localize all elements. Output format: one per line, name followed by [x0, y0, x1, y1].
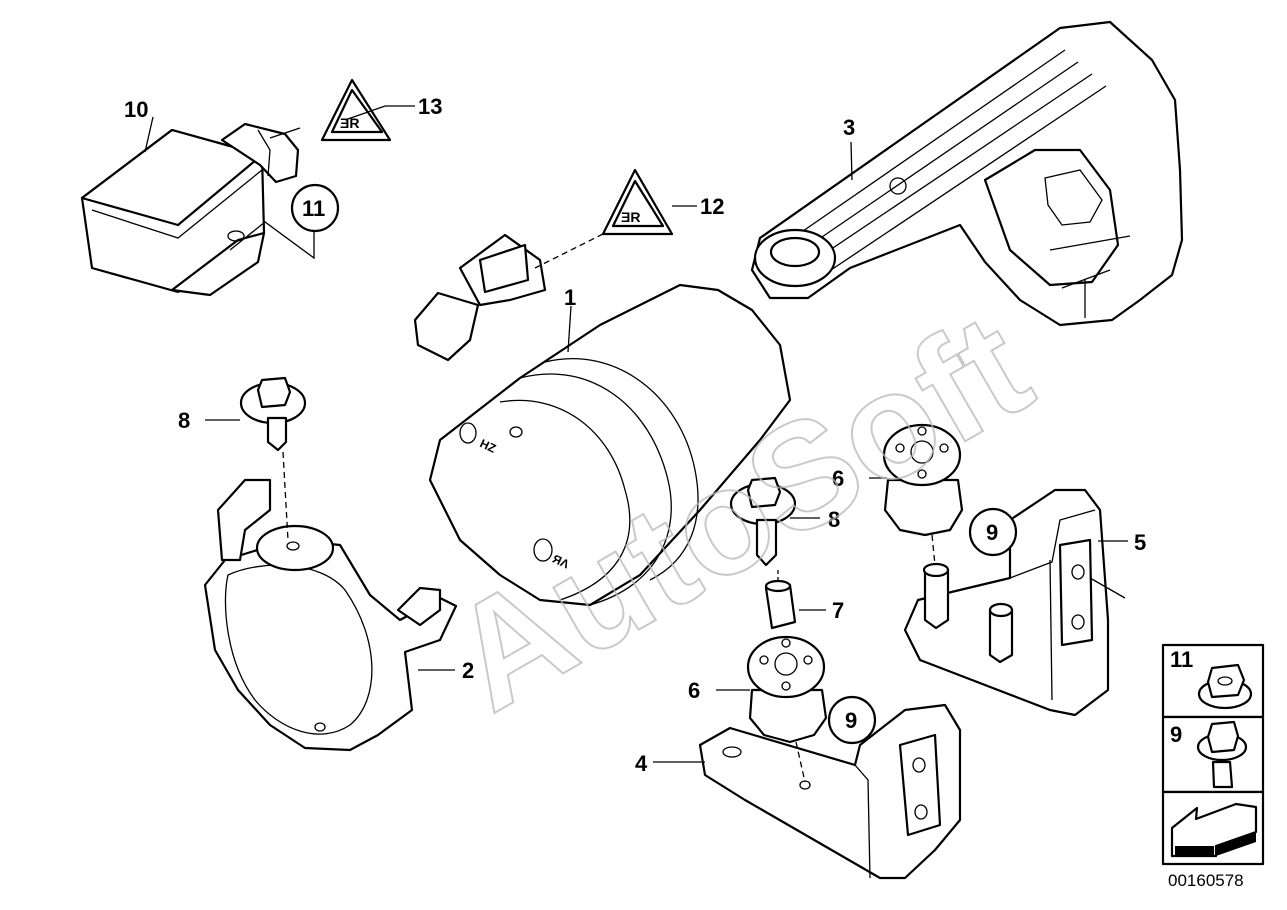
label-11: 11	[302, 196, 325, 221]
part-11-callout	[290, 183, 340, 233]
label-4: 4	[635, 751, 648, 776]
leader-lines	[144, 105, 1128, 783]
label-10: 10	[124, 97, 148, 122]
label-6-lower: 6	[688, 678, 700, 703]
part-7-sleeve[interactable]	[764, 579, 797, 630]
label-8-left: 8	[178, 408, 190, 433]
label-8-center: 8	[828, 507, 840, 532]
part-9-callout-lower	[827, 695, 877, 745]
label-12: 12	[700, 194, 724, 219]
label-9-lower: 9	[845, 708, 857, 733]
label-9-upper: 9	[986, 520, 998, 545]
label-1: 1	[564, 285, 576, 310]
part-1-actuator[interactable]: HZ ЯΛ	[376, 233, 792, 607]
fastener-legend: 11 9	[1161, 643, 1265, 866]
svg-text:ƎR: ƎR	[621, 209, 640, 225]
label-6-upper: 6	[832, 466, 844, 491]
part-2-clamp[interactable]	[203, 478, 458, 752]
label-2: 2	[462, 658, 474, 683]
part-6-mount-lower[interactable]	[746, 635, 828, 744]
bolt-icon	[1196, 720, 1248, 789]
svg-text:ЯΛ: ЯΛ	[550, 552, 571, 572]
arrow-icon	[1170, 802, 1258, 858]
svg-text:ƎR: ƎR	[340, 115, 359, 131]
part-10-sensor[interactable]	[80, 122, 300, 297]
svg-text:HZ: HZ	[478, 436, 498, 455]
part-3-lever-arm[interactable]	[750, 20, 1184, 327]
part-8-bolt-center[interactable]	[729, 476, 797, 567]
catalog-number: 00160578	[1168, 871, 1244, 890]
part-labels: 10 13 11 12 3 1 8 2 8 7 6 6 9 9 5 4	[124, 94, 1146, 776]
part-9-callout-upper	[968, 507, 1018, 557]
part-12-warning-label[interactable]: ƎR	[601, 168, 674, 236]
part-8-bolt-left[interactable]	[239, 376, 307, 452]
label-5: 5	[1134, 530, 1146, 555]
nut-icon	[1197, 663, 1253, 710]
part-13-warning-label[interactable]: ƎR	[320, 78, 392, 142]
label-13: 13	[418, 94, 442, 119]
part-4-bracket[interactable]	[698, 703, 962, 880]
label-7: 7	[832, 598, 844, 623]
legend-label-9: 9	[1170, 722, 1182, 747]
legend-label-11: 11	[1170, 647, 1193, 672]
label-3: 3	[843, 115, 855, 140]
part-6-mount-upper[interactable]	[882, 423, 964, 537]
